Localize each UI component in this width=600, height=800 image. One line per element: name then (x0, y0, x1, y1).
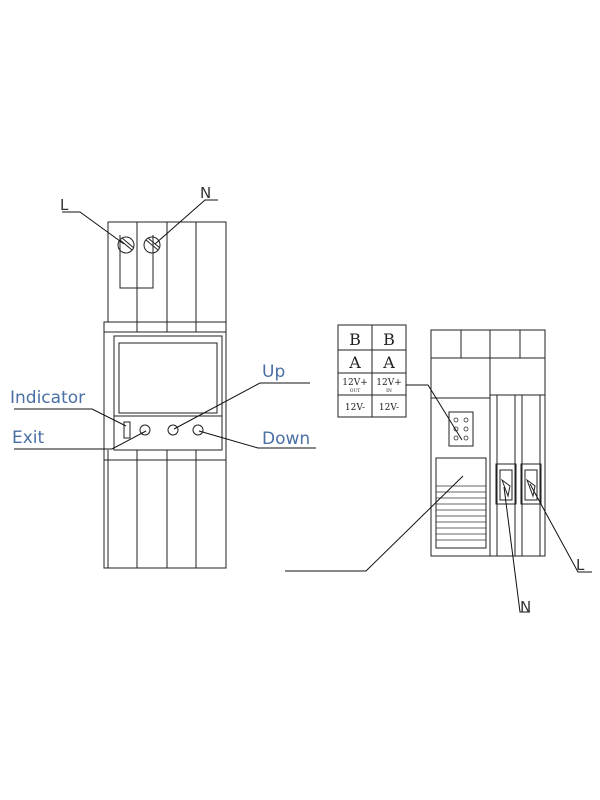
back-body (430, 329, 546, 557)
leader-L-front (62, 211, 125, 245)
leader-up (173, 382, 310, 430)
vent-panel (435, 457, 487, 549)
table-r1c1: B (349, 330, 361, 349)
lcd-display (118, 342, 218, 414)
label-N-back: N (520, 598, 531, 616)
leader-down (198, 430, 316, 449)
leader-vent (285, 475, 464, 572)
down-button (192, 424, 204, 436)
exit-button (139, 424, 151, 436)
label-indicator: Indicator (10, 388, 85, 408)
table-r2c1: A (348, 353, 361, 372)
up-button (167, 424, 179, 436)
terminal-screw-N (143, 236, 161, 254)
indicator-led (123, 421, 131, 439)
table-r3c2-sub: IN (386, 388, 392, 394)
label-N-front: N (200, 184, 211, 202)
display-frame (113, 335, 223, 417)
table-r4c1: 12V- (345, 403, 365, 413)
table-r2c2: A (382, 353, 395, 372)
leader-table (406, 384, 463, 441)
leader-N-front (154, 199, 218, 245)
leader-exit (14, 430, 147, 450)
leader-L-back (529, 483, 592, 573)
table-r4c2: 12V- (379, 403, 399, 413)
table-r1c2: B (383, 330, 395, 349)
label-L-front: L (60, 196, 69, 214)
leader-indicator (14, 408, 127, 427)
table-r3c2: 12V+ (376, 378, 402, 388)
label-L-back: L (576, 556, 585, 574)
leader-N-back (503, 486, 530, 613)
front-body (103, 321, 227, 569)
control-strip (113, 415, 223, 451)
label-down: Down (262, 429, 310, 449)
clamp-N-back (495, 463, 517, 505)
terminal-screw-L (117, 236, 135, 254)
label-exit: Exit (12, 428, 45, 448)
table-r3c1: 12V+ (342, 378, 368, 388)
label-up: Up (262, 362, 285, 382)
front-view: L N Indicator Exit Up Down (10, 184, 316, 569)
table-r3c1-sub: OUT (350, 388, 360, 394)
back-view: B B A A 12V+ OUT 12V+ IN 12V- 12V- (285, 324, 592, 616)
pin-table: B B A A 12V+ OUT 12V+ IN 12V- 12V- (337, 324, 407, 418)
rs485-connector (448, 411, 474, 447)
